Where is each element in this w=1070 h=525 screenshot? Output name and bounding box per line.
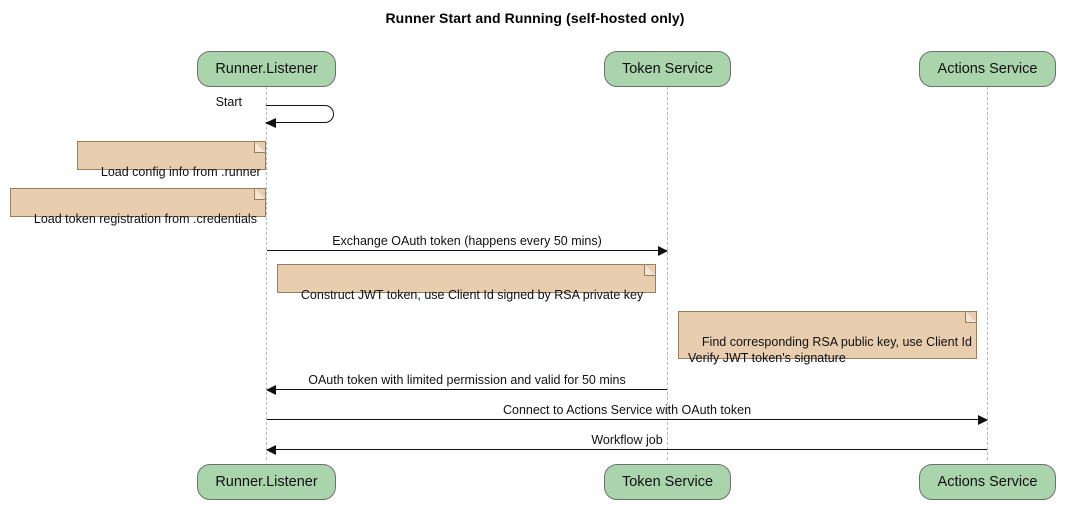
note-text: Load token registration from .credential… xyxy=(33,212,257,226)
note-text: Find corresponding RSA public key, use C… xyxy=(688,335,972,365)
note-fold-corner-icon xyxy=(254,141,266,153)
note-load-config: Load config info from .runner xyxy=(77,141,266,179)
note-verify-jwt: Find corresponding RSA public key, use C… xyxy=(678,311,977,365)
participant-token-bottom[interactable]: Token Service xyxy=(604,464,731,500)
message-exchange-oauth[interactable]: Exchange OAuth token (happens every 50 m… xyxy=(267,234,668,256)
note-text: Construct JWT token, use Client Id signe… xyxy=(300,288,644,302)
participant-label: Runner.Listener xyxy=(215,61,318,77)
arrowhead-icon xyxy=(265,118,276,129)
self-message-label: Start xyxy=(215,95,242,109)
arrowhead-icon xyxy=(978,414,988,425)
lifeline-actions xyxy=(987,87,988,460)
arrowhead-icon xyxy=(658,245,668,256)
participant-label: Token Service xyxy=(621,474,714,490)
message-label: Connect to Actions Service with OAuth to… xyxy=(502,403,752,417)
message-label: Workflow job xyxy=(591,433,663,447)
participant-label: Token Service xyxy=(621,61,714,77)
participant-runner-top[interactable]: Runner.Listener xyxy=(197,51,336,87)
message-line xyxy=(267,449,987,450)
self-message-start[interactable]: Start xyxy=(216,95,334,129)
message-workflow-job[interactable]: Workflow job xyxy=(266,433,987,455)
message-line xyxy=(267,389,667,390)
note-fold-corner-icon xyxy=(965,311,977,323)
participant-label: Runner.Listener xyxy=(215,474,318,490)
participant-actions-top[interactable]: Actions Service xyxy=(919,51,1056,87)
message-line xyxy=(267,250,667,251)
participant-label: Actions Service xyxy=(937,61,1038,77)
lifeline-token xyxy=(667,87,668,460)
message-line xyxy=(267,419,987,420)
lifeline-runner xyxy=(266,87,267,460)
self-message-loop xyxy=(266,105,334,123)
message-label: OAuth token with limited permission and … xyxy=(308,373,626,387)
participant-runner-bottom[interactable]: Runner.Listener xyxy=(197,464,336,500)
arrowhead-icon xyxy=(266,444,276,455)
arrowhead-icon xyxy=(266,384,276,395)
participant-token-top[interactable]: Token Service xyxy=(604,51,731,87)
message-oauth-token-return[interactable]: OAuth token with limited permission and … xyxy=(266,373,667,395)
message-connect-actions[interactable]: Connect to Actions Service with OAuth to… xyxy=(267,403,988,425)
page-title: Runner Start and Running (self-hosted on… xyxy=(385,10,685,26)
note-text: Load config info from .runner xyxy=(100,165,261,179)
note-construct-jwt: Construct JWT token, use Client Id signe… xyxy=(277,264,656,302)
note-fold-corner-icon xyxy=(254,188,266,200)
message-label: Exchange OAuth token (happens every 50 m… xyxy=(332,234,602,248)
participant-label: Actions Service xyxy=(937,474,1038,490)
note-load-token: Load token registration from .credential… xyxy=(10,188,266,226)
note-fold-corner-icon xyxy=(644,264,656,276)
participant-actions-bottom[interactable]: Actions Service xyxy=(919,464,1056,500)
